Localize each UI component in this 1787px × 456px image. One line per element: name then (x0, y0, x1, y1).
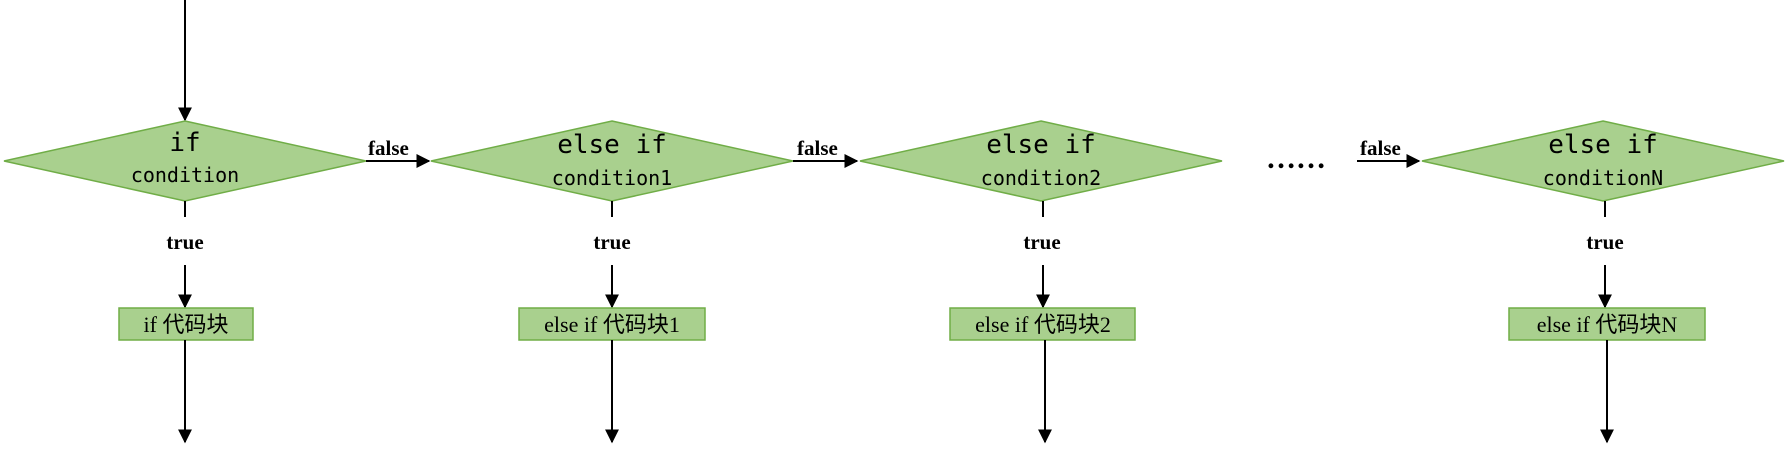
true-label-3: true (1023, 230, 1060, 254)
code-block-label-3: else if 代码块2 (975, 312, 1111, 337)
code-block-label-2: else if 代码块1 (544, 312, 680, 337)
true-label-n: true (1586, 230, 1623, 254)
code-block-2 (518, 307, 706, 341)
code-block-n (1508, 307, 1706, 341)
decision-diamond-3 (859, 120, 1223, 202)
decision-keyword-1: if (169, 128, 200, 158)
false-label-2: false (797, 136, 838, 160)
decision-diamond-n (1421, 120, 1785, 202)
decision-condition-3: condition2 (981, 166, 1101, 190)
false-label-n: false (1360, 136, 1401, 160)
decision-keyword-3: else if (986, 130, 1096, 160)
decision-condition-n: conditionN (1543, 166, 1663, 190)
code-block-3 (949, 307, 1136, 341)
decision-keyword-n: else if (1548, 130, 1658, 160)
code-block-label-1: if 代码块 (144, 312, 229, 337)
decision-keyword-2: else if (557, 130, 667, 160)
code-block-label-n: else if 代码块N (1537, 312, 1678, 337)
false-label-1: false (368, 136, 409, 160)
decision-condition-1: condition (131, 163, 239, 187)
true-label-2: true (593, 230, 630, 254)
true-label-1: true (166, 230, 203, 254)
decision-condition-2: condition1 (552, 166, 672, 190)
ellipsis: …… (1266, 142, 1326, 175)
